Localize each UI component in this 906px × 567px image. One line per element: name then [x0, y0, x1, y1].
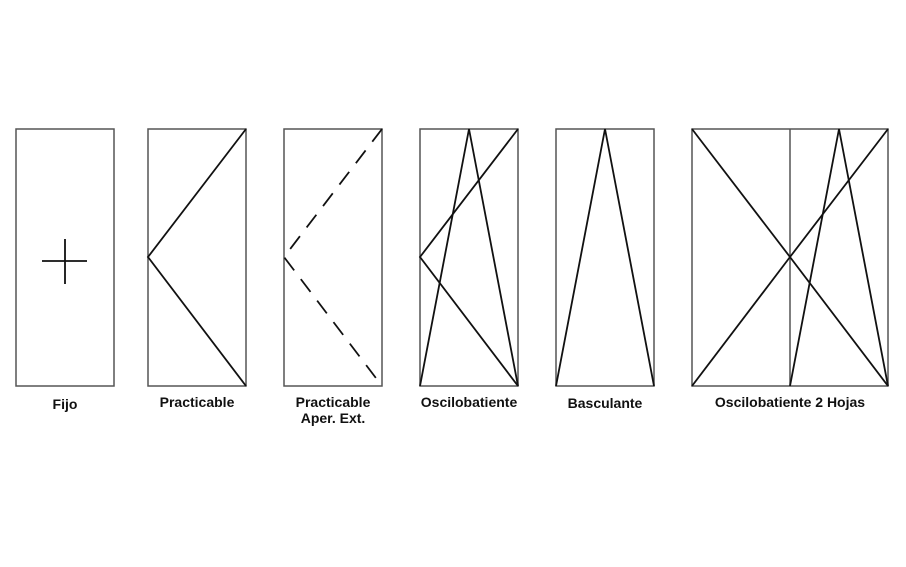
side-opening-lines — [418, 128, 519, 387]
window-frame — [555, 128, 655, 387]
window-frame — [283, 128, 383, 387]
window-frame — [147, 128, 247, 387]
opening-triangle-lines — [146, 128, 247, 387]
label-line: Fijo — [52, 396, 78, 412]
window-oscilobatiente-2-hojas — [691, 128, 889, 387]
window-practicable-aper-ext — [282, 128, 383, 387]
tilt-opening-lines — [555, 128, 655, 387]
label-line: Practicable — [295, 394, 371, 410]
label-fijo: Fijo — [16, 396, 114, 412]
label-line: Oscilobatiente — [420, 394, 518, 410]
window-frame — [15, 128, 115, 387]
label-practicable-aper-ext: Practicable Aper. Ext. — [274, 394, 392, 426]
right-sash-side-opening-lines — [788, 128, 889, 387]
label-line: Aper. Ext. — [300, 410, 366, 426]
left-sash-diagonal-down — [691, 128, 791, 258]
window-basculante — [555, 128, 655, 387]
left-sash-diagonal-up — [691, 256, 791, 387]
window-oscilobatiente — [418, 128, 519, 387]
label-oscilobatiente-2-hojas: Oscilobatiente 2 Hojas — [692, 394, 888, 410]
label-line: Oscilobatiente 2 Hojas — [714, 394, 866, 410]
label-practicable: Practicable — [138, 394, 256, 410]
tilt-opening-lines — [419, 128, 519, 387]
window-frame — [419, 128, 519, 387]
label-basculante: Basculante — [546, 395, 664, 411]
right-sash-tilt-opening-lines — [789, 128, 889, 387]
label-line: Practicable — [159, 394, 235, 410]
window-fijo — [15, 128, 115, 387]
outward-opening-dashed-lines — [282, 128, 383, 387]
window-practicable — [146, 128, 247, 387]
label-oscilobatiente: Oscilobatiente — [404, 394, 534, 410]
label-line: Basculante — [567, 395, 643, 411]
